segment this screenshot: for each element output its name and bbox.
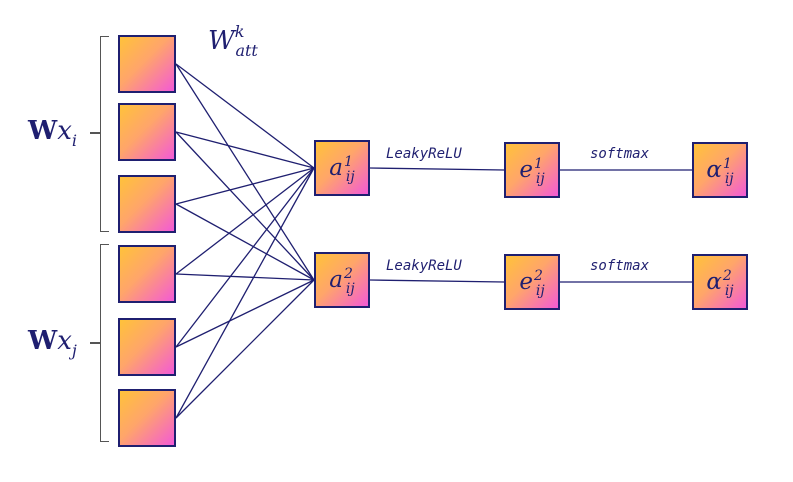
node-a2-sub: ij bbox=[345, 280, 355, 297]
input-5-to-head-2 bbox=[175, 279, 315, 348]
node-alpha1-sup: 1 bbox=[722, 155, 732, 172]
label-wxj: Wxj bbox=[28, 326, 77, 359]
input-6-to-head-1 bbox=[175, 167, 315, 419]
label-wxi: Wxi bbox=[28, 116, 77, 149]
edge-softmax-1: softmax bbox=[590, 146, 650, 162]
node-a1-sup: 1 bbox=[343, 153, 353, 170]
input-cell-5 bbox=[118, 318, 176, 376]
edge-leakyrelu-1: LeakyReLU bbox=[386, 146, 462, 162]
input-1-to-head-1 bbox=[175, 63, 315, 169]
node-a1-base: a bbox=[329, 154, 343, 181]
input-cell-3 bbox=[118, 175, 176, 233]
input-4-to-head-2 bbox=[175, 273, 315, 281]
weight-label: Wkatt bbox=[208, 24, 258, 59]
node-e2-sub: ij bbox=[535, 282, 545, 299]
input-5-to-head-1 bbox=[175, 167, 315, 348]
node-a1-sub: ij bbox=[345, 168, 355, 185]
node-e1-base: e bbox=[519, 156, 533, 183]
node-a2-sup: 2 bbox=[343, 265, 353, 282]
input-cell-4 bbox=[118, 245, 176, 303]
node-alpha1-base: α bbox=[706, 156, 722, 183]
node-alpha2-sub: ij bbox=[724, 282, 734, 299]
input-4-to-head-1 bbox=[175, 167, 315, 275]
brace-xj bbox=[100, 244, 109, 442]
node-alpha2-base: α bbox=[706, 268, 722, 295]
head-1-a-to-e bbox=[369, 167, 505, 171]
label-wxj-var: x bbox=[57, 326, 72, 356]
input-2-to-head-2 bbox=[175, 131, 315, 281]
weight-sub: att bbox=[235, 41, 258, 60]
head-2-a-to-e bbox=[369, 279, 505, 283]
brace-xj-tick bbox=[90, 342, 100, 344]
node-e1-sub: ij bbox=[535, 170, 545, 187]
node-alpha1-sub: ij bbox=[724, 170, 734, 187]
label-wxj-bold: W bbox=[28, 326, 58, 356]
node-e2-sup: 2 bbox=[533, 267, 543, 284]
weight-sup: k bbox=[234, 22, 245, 41]
label-wxj-sub: j bbox=[71, 341, 77, 360]
node-e1-sup: 1 bbox=[533, 155, 543, 172]
node-alpha2-sup: 2 bbox=[722, 267, 732, 284]
weight-base: W bbox=[208, 26, 235, 56]
edge-leakyrelu-2: LeakyReLU bbox=[386, 258, 462, 274]
label-wxi-bold: W bbox=[28, 116, 58, 146]
input-3-to-head-1 bbox=[175, 167, 315, 205]
input-1-to-head-2 bbox=[175, 63, 315, 281]
brace-xi bbox=[100, 36, 109, 232]
node-a2-base: a bbox=[329, 266, 343, 293]
label-wxi-sub: i bbox=[71, 131, 77, 150]
node-e2-base: e bbox=[519, 268, 533, 295]
brace-xi-tick bbox=[90, 132, 100, 134]
label-wxi-var: x bbox=[57, 116, 72, 146]
input-6-to-head-2 bbox=[175, 279, 315, 419]
input-cell-6 bbox=[118, 389, 176, 447]
input-cell-1 bbox=[118, 35, 176, 93]
input-cell-2 bbox=[118, 103, 176, 161]
input-3-to-head-2 bbox=[175, 203, 315, 281]
input-2-to-head-1 bbox=[175, 131, 315, 169]
edge-softmax-2: softmax bbox=[590, 258, 650, 274]
